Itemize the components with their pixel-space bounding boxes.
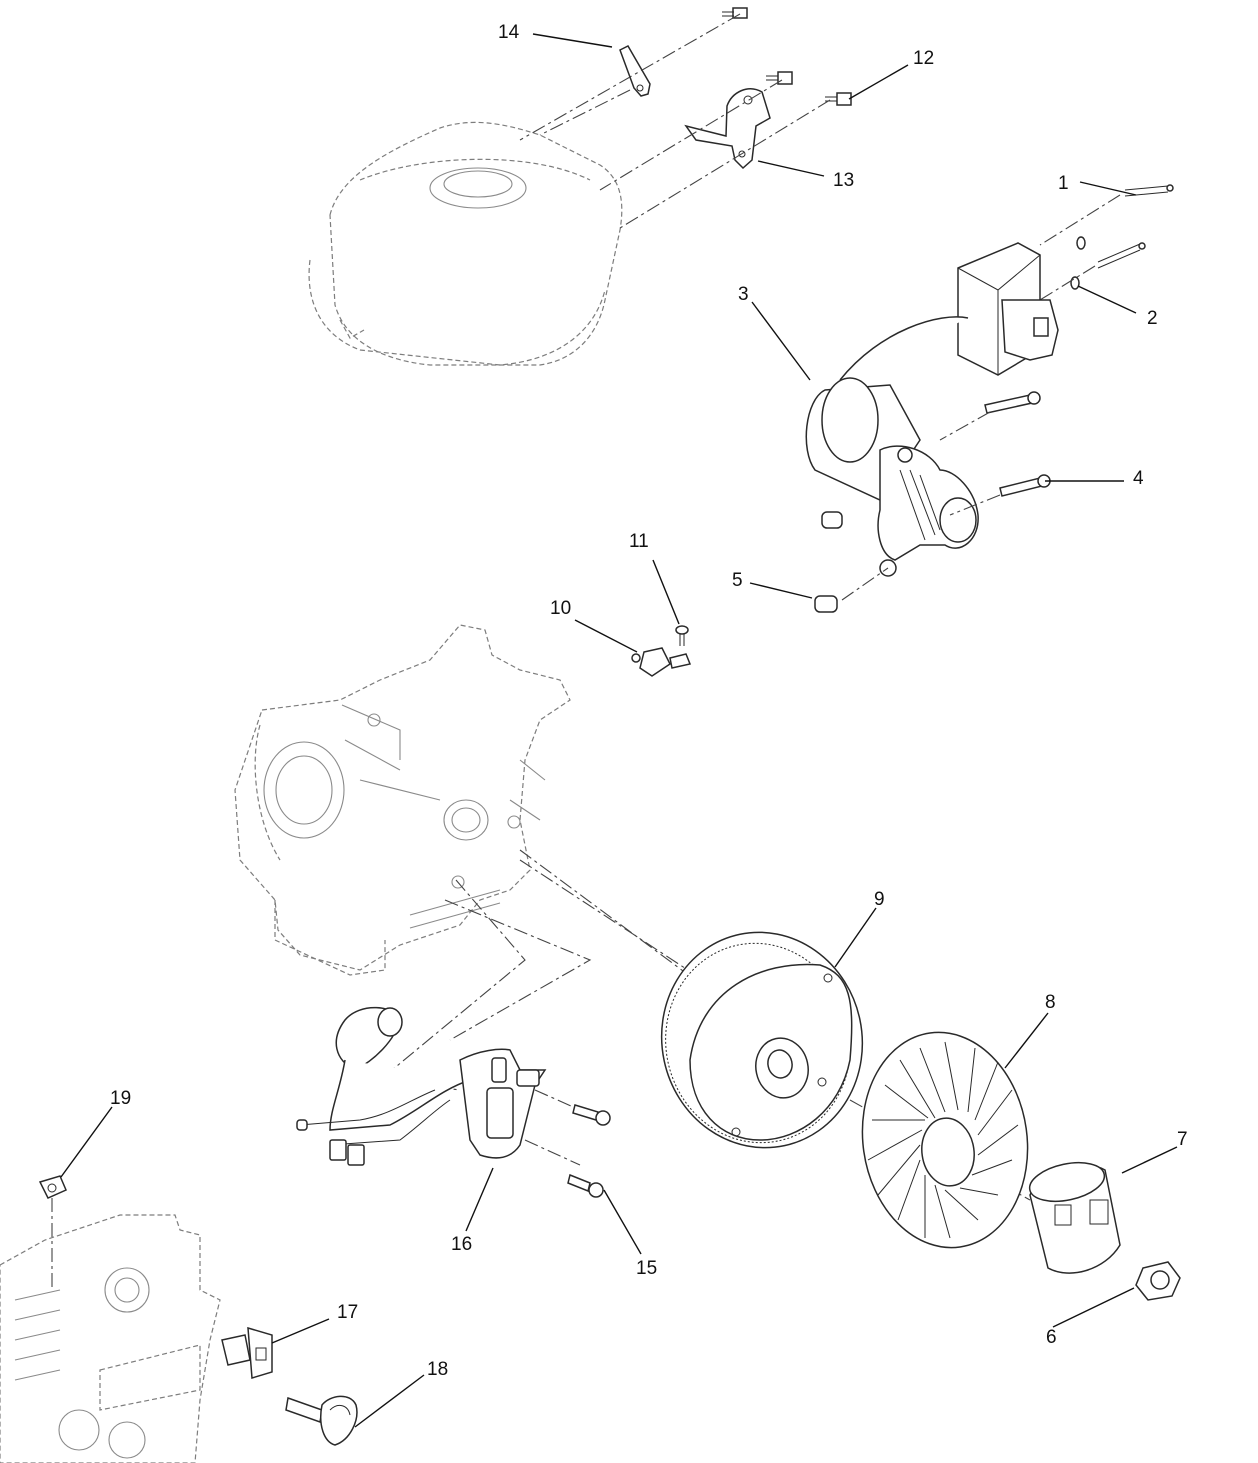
fuel-tank-strap bbox=[619, 45, 651, 97]
bolt-top bbox=[722, 7, 748, 19]
bolt-12 bbox=[825, 92, 852, 106]
callout-7: 7 bbox=[1177, 1129, 1188, 1150]
callout-12: 12 bbox=[913, 48, 934, 69]
callout-numbers: 1 2 3 4 5 6 7 8 9 10 11 12 13 14 15 16 1… bbox=[110, 22, 1188, 1380]
callout-17: 17 bbox=[337, 1302, 358, 1323]
callout-4: 4 bbox=[1133, 468, 1144, 489]
starter-motor bbox=[805, 377, 979, 577]
starter-bolts bbox=[984, 391, 1051, 497]
callout-19: 19 bbox=[110, 1088, 131, 1109]
fuel-tank-ghost bbox=[308, 121, 623, 366]
mounting-bracket bbox=[684, 88, 771, 170]
ignition-coil-harness bbox=[296, 1006, 547, 1166]
leader-lines bbox=[60, 33, 1178, 1428]
callout-16: 16 bbox=[451, 1234, 472, 1255]
blower-housing-ghost bbox=[0, 1214, 221, 1463]
starter-relay-box bbox=[957, 242, 1059, 376]
callout-11: 11 bbox=[629, 531, 649, 552]
callout-15: 15 bbox=[636, 1258, 657, 1279]
engine-block-ghost bbox=[234, 624, 571, 976]
key-switch bbox=[221, 1326, 273, 1379]
callout-6: 6 bbox=[1046, 1327, 1057, 1348]
coil-bolts bbox=[567, 1104, 611, 1198]
sensor-screw bbox=[675, 625, 689, 646]
callout-8: 8 bbox=[1045, 992, 1056, 1013]
flywheel bbox=[660, 931, 864, 1149]
bracket-bolt bbox=[766, 71, 793, 85]
oil-sensor bbox=[631, 647, 692, 677]
cooling-fan bbox=[861, 1031, 1029, 1249]
ignition-key bbox=[285, 1395, 358, 1446]
long-bolts bbox=[1097, 184, 1174, 269]
callout-13: 13 bbox=[833, 170, 854, 191]
flywheel-nut bbox=[1135, 1261, 1181, 1301]
callout-3: 3 bbox=[738, 284, 749, 305]
relay-cable bbox=[839, 316, 969, 381]
callout-10: 10 bbox=[550, 598, 571, 619]
starter-cup bbox=[1028, 1161, 1121, 1274]
callout-18: 18 bbox=[427, 1359, 448, 1380]
callout-9: 9 bbox=[874, 889, 885, 910]
callout-14: 14 bbox=[498, 22, 520, 43]
callout-5: 5 bbox=[732, 570, 743, 591]
callout-1: 1 bbox=[1058, 173, 1069, 194]
washers bbox=[1070, 236, 1086, 290]
spacer-sleeves bbox=[814, 511, 843, 613]
wire-clip bbox=[38, 1175, 67, 1199]
callout-2: 2 bbox=[1147, 308, 1158, 329]
